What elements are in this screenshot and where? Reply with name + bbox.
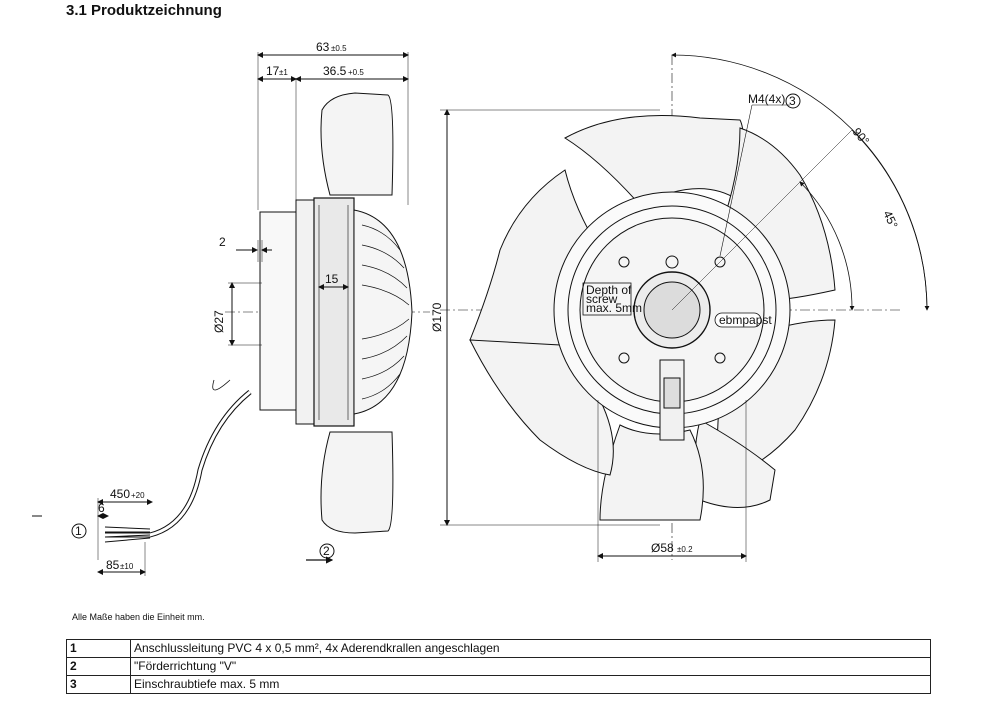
side-view-dims: 63 ±0.5 17 ±1 36.5 +0.5 2 15 Ø27 450 +20… [75,40,364,572]
dim-blade-depth-tol: +0.5 [348,68,364,77]
label-box-line-1: Depth of [586,283,632,297]
dim-wire-len: 85 [106,558,120,572]
logo-text: ebmpapst [719,313,772,327]
dim-cable-len-tol: +20 [131,491,145,500]
dim-hub-dia-tol: ±0.2 [677,545,693,554]
dim-hub-depth: 17 [266,64,280,78]
dim-hub-depth-tol: ±1 [279,68,288,77]
dim-total-width-tol: ±0.5 [331,44,347,53]
note-num: 3 [66,675,131,694]
page-title: 3.1 Produktzeichnung [66,2,222,19]
note-text: Anschlussleitung PVC 4 x 0,5 mm², 4x Ade… [130,639,931,658]
note-text: Einschraubtiefe max. 5 mm [130,675,931,694]
callout-2: 2 [323,544,330,558]
dim-strip: 6 [98,501,105,515]
label-box-line-2: screw [586,292,618,306]
dim-rotor: 15 [325,272,339,286]
dim-flange: 2 [219,235,226,249]
note-text: "Förderrichtung "V" [130,657,931,676]
dim-total-width: 63 [316,40,330,54]
front-view [440,52,930,562]
label-box-line-3: max. 5mm [586,301,642,315]
dim-cable-len: 450 [110,487,130,501]
side-view [32,52,430,576]
table-row: 3 Einschraubtiefe max. 5 mm [66,675,931,694]
dim-outer-dia: Ø170 [430,302,444,332]
callout-1: 1 [75,524,82,538]
unit-note: Alle Maße haben die Einheit mm. [72,612,205,622]
table-row: 2 "Förderrichtung "V" [66,657,931,676]
dim-wire-len-tol: ±10 [120,562,134,571]
dim-hub-dia: Ø58 [651,541,674,555]
dim-blade-depth: 36.5 [323,64,347,78]
dim-thread: M4(4x) [748,92,785,106]
note-num: 2 [66,657,131,676]
dim-shaft-dia: Ø27 [212,310,226,333]
dim-angle-45: 45° [880,208,900,231]
table-row: 1 Anschlussleitung PVC 4 x 0,5 mm², 4x A… [66,639,931,658]
notes-table: 1 Anschlussleitung PVC 4 x 0,5 mm², 4x A… [66,639,931,694]
dim-angle-90: 90° [850,125,873,148]
note-num: 1 [66,639,131,658]
product-drawing: 63 ±0.5 17 ±1 36.5 +0.5 2 15 Ø27 450 +20… [32,40,930,576]
callout-3: 3 [789,94,796,108]
